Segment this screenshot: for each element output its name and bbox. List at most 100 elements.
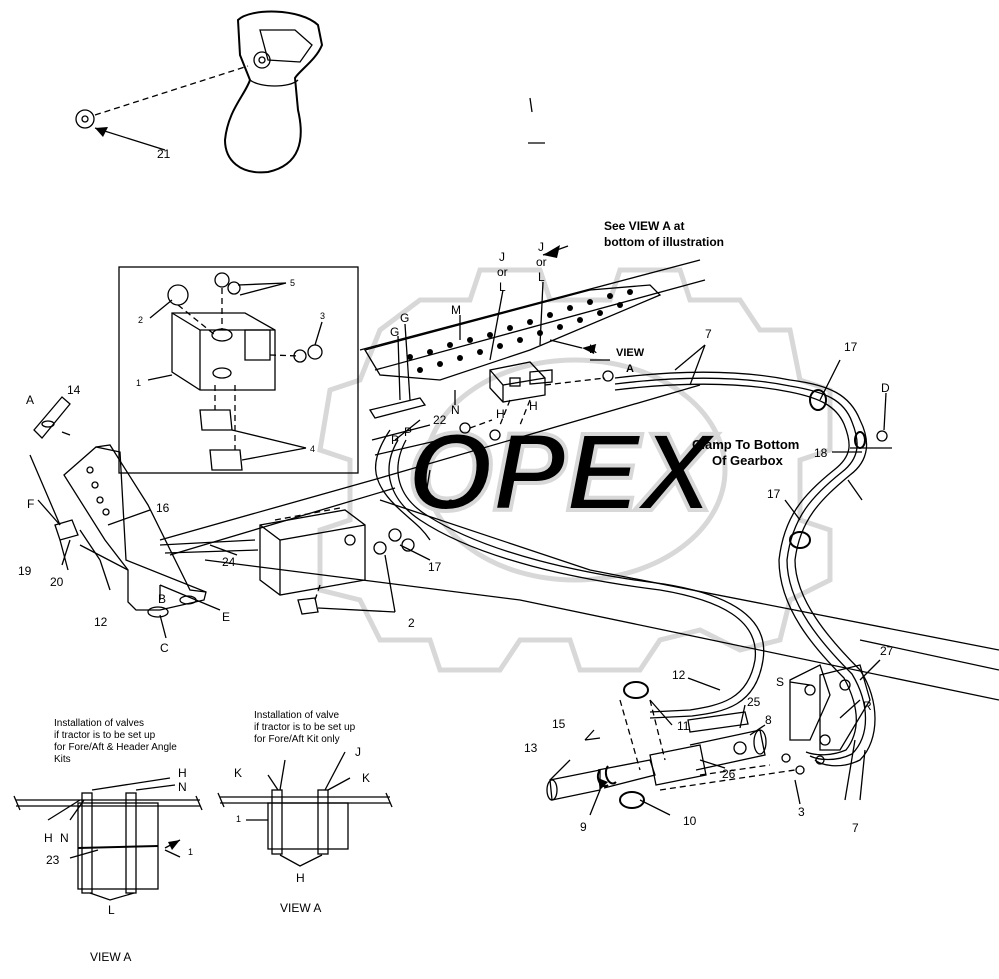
arrow-icon — [543, 245, 560, 258]
callout-26: 26 — [722, 767, 736, 781]
callout-2-inset: 2 — [138, 315, 143, 325]
callout-16: 16 — [156, 501, 170, 515]
callout-M: M — [451, 303, 461, 317]
callout-or-1: or — [497, 265, 508, 279]
frame-beams — [159, 259, 999, 701]
cylinder-assembly — [546, 681, 825, 809]
view-a-arrow-letter: A — [626, 363, 634, 375]
callout-17-left: 17 — [428, 560, 442, 574]
callout-J-2: J — [538, 240, 544, 254]
view-a-arrow-label: VIEW — [616, 347, 645, 359]
callout-L-1: L — [499, 280, 506, 294]
note-clamp-1: Clamp To Bottom — [692, 437, 799, 452]
callout-6: 6 — [447, 497, 454, 511]
callout-19: 19 — [18, 564, 32, 578]
note-install-left-1: Installation of valves — [54, 718, 144, 729]
control-console — [29, 396, 207, 618]
callout-3-main: 3 — [798, 805, 805, 819]
callout-or-2: or — [536, 255, 547, 269]
callout-E: E — [222, 610, 230, 624]
arrow-icon — [598, 778, 608, 790]
callout-S: S — [776, 675, 784, 689]
lower-valve — [159, 507, 415, 615]
perforated-plate — [363, 284, 662, 419]
callout-21: 21 — [157, 147, 171, 161]
callout-3-inset: 3 — [320, 311, 325, 321]
arrow-icon — [582, 344, 596, 354]
callout-20: 20 — [50, 575, 64, 589]
hose-12 — [374, 429, 765, 719]
callout-7-top: 7 — [705, 327, 712, 341]
joystick-handle — [223, 10, 324, 174]
callout-R: R — [863, 699, 872, 713]
callout-13: 13 — [524, 741, 538, 755]
connector-21 — [75, 65, 249, 151]
view-a-left-title: VIEW A — [90, 950, 131, 964]
callout-1-left: 1 — [188, 847, 193, 857]
callout-1-inset: 1 — [136, 378, 141, 388]
callout-15: 15 — [552, 717, 566, 731]
callout-27: 27 — [880, 644, 894, 658]
callout-4: 4 — [310, 444, 315, 454]
note-install-left-4: Kits — [54, 754, 71, 765]
view-a-right — [217, 751, 393, 867]
watermark-text: OPEX — [407, 411, 718, 534]
valve-block-inset — [147, 272, 323, 471]
callout-18: 18 — [814, 446, 828, 460]
tick-mark — [529, 97, 533, 113]
valve-block-main — [459, 361, 614, 441]
note-install-left-2: if tractor is to be set up — [54, 730, 156, 741]
callout-12-left: 12 — [94, 615, 108, 629]
callout-7-bottom: 7 — [852, 821, 859, 835]
callout-G-2: G — [400, 311, 409, 325]
callout-A-top: A — [26, 393, 34, 407]
callout-23: 23 — [46, 853, 60, 867]
callout-H-mid-1: H — [496, 407, 505, 421]
callout-5: 5 — [290, 278, 295, 288]
note-clamp-2: Of Gearbox — [712, 453, 784, 468]
arrow-icon — [168, 840, 180, 850]
callout-H-mid-2: H — [529, 399, 538, 413]
callout-9: 9 — [580, 820, 587, 834]
hose-clamps — [789, 389, 892, 549]
callout-F: F — [27, 497, 34, 511]
callout-K-right-2: K — [362, 771, 370, 785]
callout-H-right: H — [296, 871, 305, 885]
callout-N-mid: N — [451, 403, 460, 417]
leader-lines — [37, 245, 881, 816]
callout-B: B — [158, 592, 166, 606]
arrow-icon — [95, 127, 108, 137]
callout-12-right: 12 — [672, 668, 686, 682]
note-install-right-2: if tractor is to be set up — [254, 722, 356, 733]
note-install-left-3: for Fore/Aft & Header Angle — [54, 742, 177, 753]
callout-L-2: L — [538, 270, 545, 284]
callout-G-1: G — [390, 325, 399, 339]
callout-K-right-1: K — [234, 766, 242, 780]
callout-K-mid: K — [589, 342, 597, 356]
callout-2-main: 2 — [408, 616, 415, 630]
callout-L-left: L — [108, 903, 115, 917]
callout-H-left: H — [178, 766, 187, 780]
callout-17-top: 17 — [844, 340, 858, 354]
callout-11: 11 — [677, 719, 690, 733]
watermark-gear: OPEX — [317, 267, 833, 673]
note-install-right-1: Installation of valve — [254, 710, 339, 721]
callout-1-right: 1 — [236, 814, 241, 824]
callout-P-1: P — [391, 433, 399, 447]
callout-C: C — [160, 641, 169, 655]
note-install-right-3: for Fore/Aft Kit only — [254, 734, 340, 745]
note-see-view-1: See VIEW A at — [604, 219, 684, 233]
callout-P-2: P — [404, 425, 412, 439]
note-see-view-2: bottom of illustration — [604, 235, 724, 249]
callout-N-left-top: N — [178, 780, 187, 794]
callout-8: 8 — [765, 713, 772, 727]
callout-H-left-bot: H — [44, 831, 53, 845]
callout-25: 25 — [747, 695, 761, 709]
arrows — [95, 127, 608, 850]
callout-J-right: J — [355, 745, 361, 759]
view-a-left — [13, 777, 203, 901]
callout-D: D — [881, 381, 890, 395]
callout-17-right: 17 — [767, 487, 781, 501]
